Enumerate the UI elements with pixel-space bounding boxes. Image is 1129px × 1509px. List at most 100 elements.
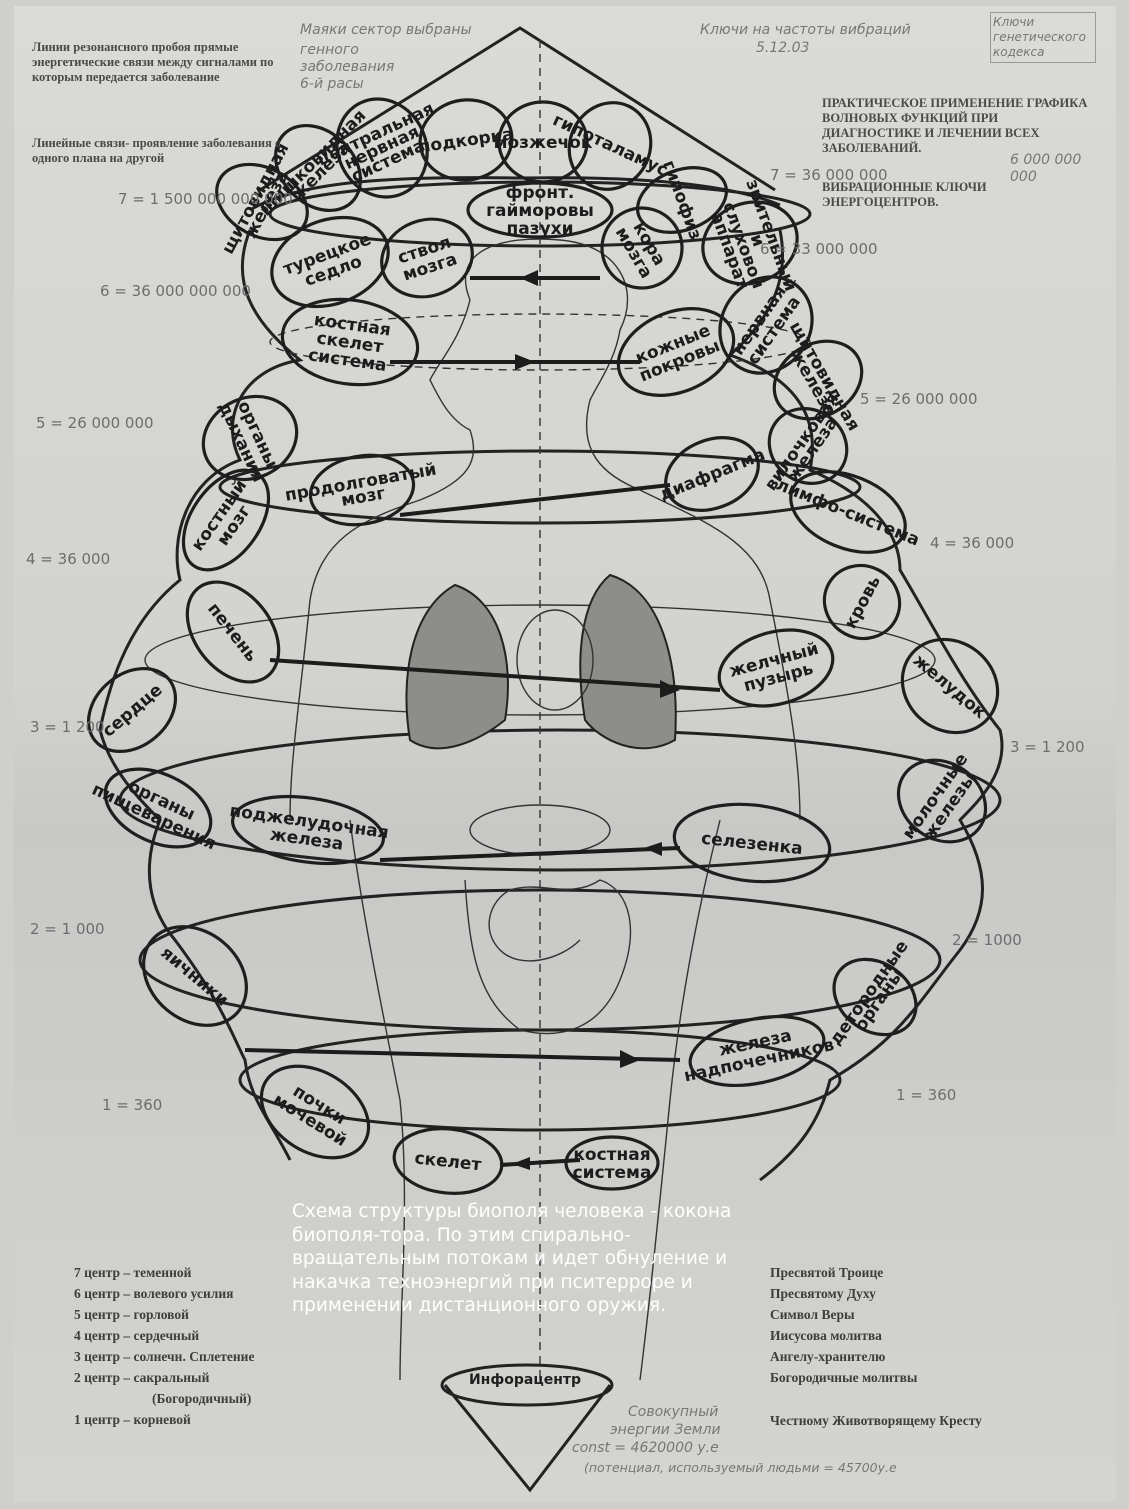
bottom-note-3: const = 4620000 у.е xyxy=(572,1440,719,1456)
pyramid-outline xyxy=(259,26,776,192)
organ-oval xyxy=(822,563,902,641)
infocenter-label: Инфорацентр xyxy=(468,1372,582,1388)
intestines xyxy=(464,879,632,1035)
organ-oval xyxy=(718,275,814,375)
level-frequency-left: 3 = 1 200 xyxy=(30,718,105,736)
organ-label: кожныепокровы xyxy=(630,319,723,386)
center-item: 2 центр – сакральный xyxy=(74,1370,210,1385)
center-item: (Богородичный) xyxy=(152,1391,252,1406)
level-frequency-right: 4 = 36 000 xyxy=(930,534,1014,552)
left-contour xyxy=(98,229,304,1161)
organ-oval xyxy=(789,470,907,554)
organ-oval xyxy=(688,1015,826,1087)
organ-oval xyxy=(418,98,514,182)
note-vibration-keys: ВИБРАЦИОННЫЕ КЛЮЧИ ЭНЕРГОЦЕНТРОВ. xyxy=(822,180,987,209)
organ-label: железанадпочечников xyxy=(678,1017,836,1086)
organ-oval xyxy=(231,794,385,866)
center-item: 7 центр – теменной xyxy=(74,1265,192,1280)
arrowhead xyxy=(512,1157,530,1170)
level-frequency-left: 1 = 360 xyxy=(102,1096,162,1114)
organ-node: печень xyxy=(185,580,281,684)
level-frequency-right: 5 = 26 000 000 xyxy=(860,390,978,408)
center-item: 6 центр – волевого усилия xyxy=(74,1286,234,1301)
organ-oval xyxy=(280,297,420,387)
flow-arrow-1 xyxy=(244,1048,681,1062)
note-resonance-lines: Линии резонансного пробоя прямые энергет… xyxy=(32,40,274,84)
organ-oval xyxy=(259,1064,371,1160)
note-linear-links: Линейные связи- проявление заболевания с… xyxy=(32,136,281,165)
prayer-item: Иисусова молитва xyxy=(770,1328,882,1343)
prayer-item: Символ Веры xyxy=(770,1307,855,1322)
organ-oval xyxy=(142,925,248,1027)
level-frequency-left: 7 = 1 500 000 000 000 xyxy=(118,190,293,208)
diagram-caption: Схема структуры биополя человека - кокон… xyxy=(292,1201,732,1316)
heart-organ xyxy=(516,609,594,711)
paper-sheet xyxy=(14,6,1116,1502)
organ-oval xyxy=(380,217,474,299)
organ-node: скелет xyxy=(392,1127,504,1195)
organ-label: турецкоеседло xyxy=(281,229,380,296)
note-practical-use: ПРАКТИЧЕСКОЕ ПРИМЕНЕНИЕ ГРАФИКА ВОЛНОВЫХ… xyxy=(822,96,1088,155)
organ-oval xyxy=(273,123,363,213)
organ-oval xyxy=(567,101,653,191)
energy-centers-list: 7 центр – теменной 6 центр – волевого ус… xyxy=(74,1262,324,1430)
organ-node: желудок xyxy=(900,637,1000,735)
bottom-note-1: Совокупный xyxy=(628,1404,719,1420)
prayer-item: Честному Животворящему Кресту xyxy=(770,1413,982,1428)
body-outline-left xyxy=(289,299,475,821)
organ-label: желудок xyxy=(909,650,990,723)
prayer-item: Ангелу-хранителю xyxy=(770,1349,886,1364)
flow-arrow-3 xyxy=(269,658,721,692)
organ-node: мозжечок xyxy=(494,100,593,184)
organ-node: органыпищеварения xyxy=(89,767,219,854)
flow-arrow-2 xyxy=(379,846,681,862)
body-outline-right xyxy=(464,238,801,821)
center-item: 5 центр – горловой xyxy=(74,1307,189,1322)
level-frequency-left: 6 = 36 000 000 000 xyxy=(100,282,251,300)
organ-label: яичники xyxy=(157,943,232,1011)
organ-node: почкимочевой xyxy=(259,1064,371,1160)
organ-node: продолговатыймозг xyxy=(283,453,438,527)
organ-oval xyxy=(201,394,299,482)
center-item: 3 центр – солнечн. Сплетение xyxy=(74,1349,255,1364)
organ-oval xyxy=(832,957,918,1037)
flow-arrow-4 xyxy=(399,483,671,517)
organ-oval xyxy=(185,580,281,684)
arrowhead xyxy=(620,1050,640,1068)
organ-oval xyxy=(466,181,614,239)
prayer-item: Богородичные молитвы xyxy=(770,1370,918,1385)
organ-node: яичники xyxy=(142,925,248,1027)
hand-note-top-center: Маяки сектор выбраны xyxy=(300,22,472,38)
organ-oval xyxy=(564,1135,660,1191)
organ-node: поджелудочнаяжелеза xyxy=(228,794,390,866)
organ-oval xyxy=(896,758,988,844)
level-frequency-left: 2 = 1 000 xyxy=(30,920,105,938)
organ-oval xyxy=(672,802,832,884)
leg-right xyxy=(639,819,721,1381)
bottom-note-4: (потенциал, используемый людьми = 45700у… xyxy=(584,1460,897,1475)
center-item: 4 центр – сердечный xyxy=(74,1328,200,1343)
arrowhead xyxy=(520,270,538,286)
organ-oval xyxy=(772,339,864,421)
hand-note-top-center-2: генного заболевания 6-й расы xyxy=(300,42,395,92)
hand-note-top-right: Ключи на частоты вибраций xyxy=(700,22,911,38)
organ-node: селезенка xyxy=(672,802,832,884)
organ-oval xyxy=(392,1127,504,1195)
organ-oval xyxy=(270,215,390,309)
level-1-ring xyxy=(238,1028,842,1132)
level-frequency-right: 6 = 33 000 000 xyxy=(760,240,878,258)
arrowhead xyxy=(644,842,662,856)
organ-oval xyxy=(900,637,1000,735)
bottom-note-2: энергии Земли xyxy=(610,1422,721,1438)
organ-oval xyxy=(635,166,729,234)
organ-node: костнаяскелетсистема xyxy=(280,297,420,387)
organ-oval xyxy=(308,453,416,527)
prayers-list: Пресвятой Троице Пресвятому Духу Символ … xyxy=(770,1262,1090,1431)
left-lung xyxy=(405,583,509,750)
organ-oval xyxy=(664,436,760,512)
